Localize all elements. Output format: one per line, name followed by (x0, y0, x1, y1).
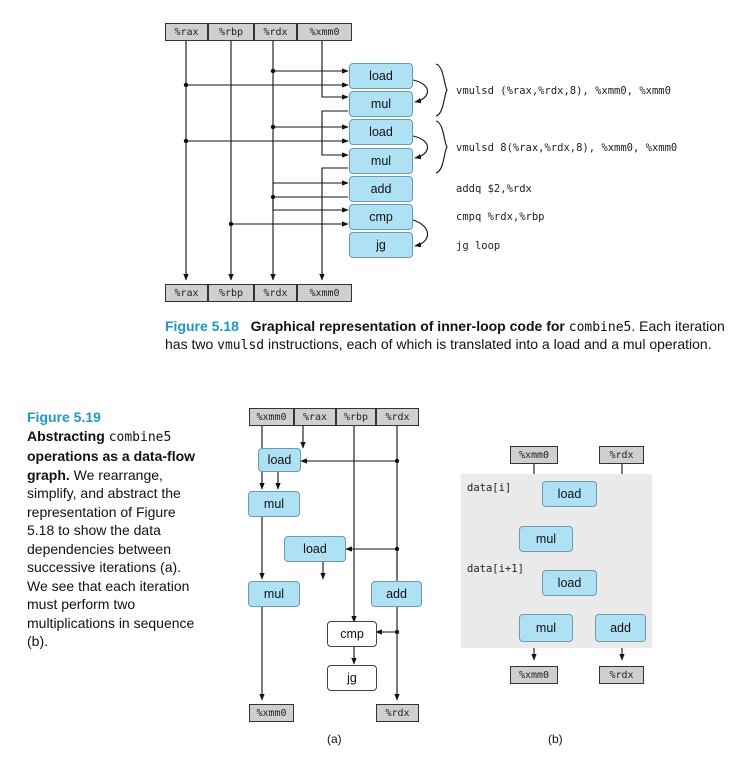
b-op-mul-2: mul (519, 614, 573, 642)
op-cmp: cmp (349, 204, 413, 230)
subfigure-a-label: (a) (327, 732, 342, 746)
subfigure-b-label: (b) (548, 732, 563, 746)
asm-line-1: vmulsd (%rax,%rdx,8), %xmm0, %xmm0 (456, 85, 671, 97)
asm-line-5: jg loop (456, 240, 501, 252)
a-reg-top-rbp: %rbp (336, 408, 376, 426)
a-op-load-2: load (284, 536, 346, 562)
reg-top-rax: %rax (165, 23, 208, 41)
b-reg-bottom-xmm0: %xmm0 (510, 666, 558, 684)
figure-5-19-bold-2: operations as a data-flow graph. (27, 448, 196, 483)
reg-bottom-rdx: %rdx (254, 284, 297, 302)
b-op-load-2: load (542, 570, 597, 596)
figure-5-18-text-1: . Each iteration has two (165, 318, 725, 352)
b-reg-bottom-rdx: %rdx (599, 666, 644, 684)
asm-line-4: cmpq %rdx,%rbp (456, 211, 545, 223)
a-op-jg: jg (327, 665, 377, 691)
b-op-load-1: load (542, 481, 597, 507)
reg-bottom-rax: %rax (165, 284, 208, 302)
asm-line-2: vmulsd 8(%rax,%rdx,8), %xmm0, %xmm0 (456, 142, 678, 154)
a-op-mul-1: mul (248, 491, 300, 517)
figure-5-18-number: Figure 5.18 (165, 318, 239, 334)
op-jg: jg (349, 232, 413, 258)
a-op-add: add (371, 581, 422, 607)
b-reg-top-rdx: %rdx (599, 446, 644, 464)
a-reg-top-rax: %rax (294, 408, 336, 426)
figure-5-18-text-2: instructions, each of which is translate… (264, 336, 712, 352)
op-load-1: load (349, 63, 413, 89)
figure-5-19-bold-1: Abstracting (27, 427, 109, 444)
op-add: add (349, 176, 413, 202)
reg-top-rbp: %rbp (208, 23, 254, 41)
figure-5-18-caption: Figure 5.18 Graphical representation of … (165, 318, 737, 354)
a-reg-top-xmm0: %xmm0 (249, 408, 294, 426)
op-mul-2: mul (349, 148, 413, 174)
b-label-data-i-plus-1: data[i+1] (467, 563, 524, 575)
figure-5-19-code: combine5 (108, 429, 172, 445)
figure-5-19-caption: Figure 5.19 Abstracting combine5 operati… (27, 408, 205, 651)
figure-5-18-code: combine5 (568, 320, 632, 335)
reg-top-rdx: %rdx (254, 23, 297, 41)
a-reg-bottom-xmm0: %xmm0 (249, 704, 294, 722)
reg-bottom-rbp: %rbp (208, 284, 254, 302)
reg-top-xmm0: %xmm0 (297, 23, 352, 41)
a-op-load-1: load (258, 448, 301, 472)
b-label-data-i: data[i] (467, 482, 512, 494)
a-reg-bottom-rdx: %rdx (376, 704, 419, 722)
figure-5-19-number: Figure 5.19 (27, 409, 101, 425)
op-load-2: load (349, 119, 413, 145)
b-reg-top-xmm0: %xmm0 (510, 446, 558, 464)
a-op-mul-2: mul (248, 581, 300, 607)
b-op-add: add (595, 614, 646, 642)
figure-5-18-title: Graphical representation of inner-loop c… (250, 318, 569, 334)
op-mul-1: mul (349, 91, 413, 117)
a-reg-top-rdx: %rdx (376, 408, 419, 426)
b-op-mul-1: mul (519, 526, 573, 552)
reg-bottom-xmm0: %xmm0 (297, 284, 352, 302)
a-op-cmp: cmp (327, 621, 377, 647)
figure-5-19-text: We rearrange, simplify, and abstract the… (27, 466, 195, 650)
figure-5-18-code-2: vmulsd (217, 338, 265, 353)
asm-line-3: addq $2,%rdx (456, 183, 532, 195)
